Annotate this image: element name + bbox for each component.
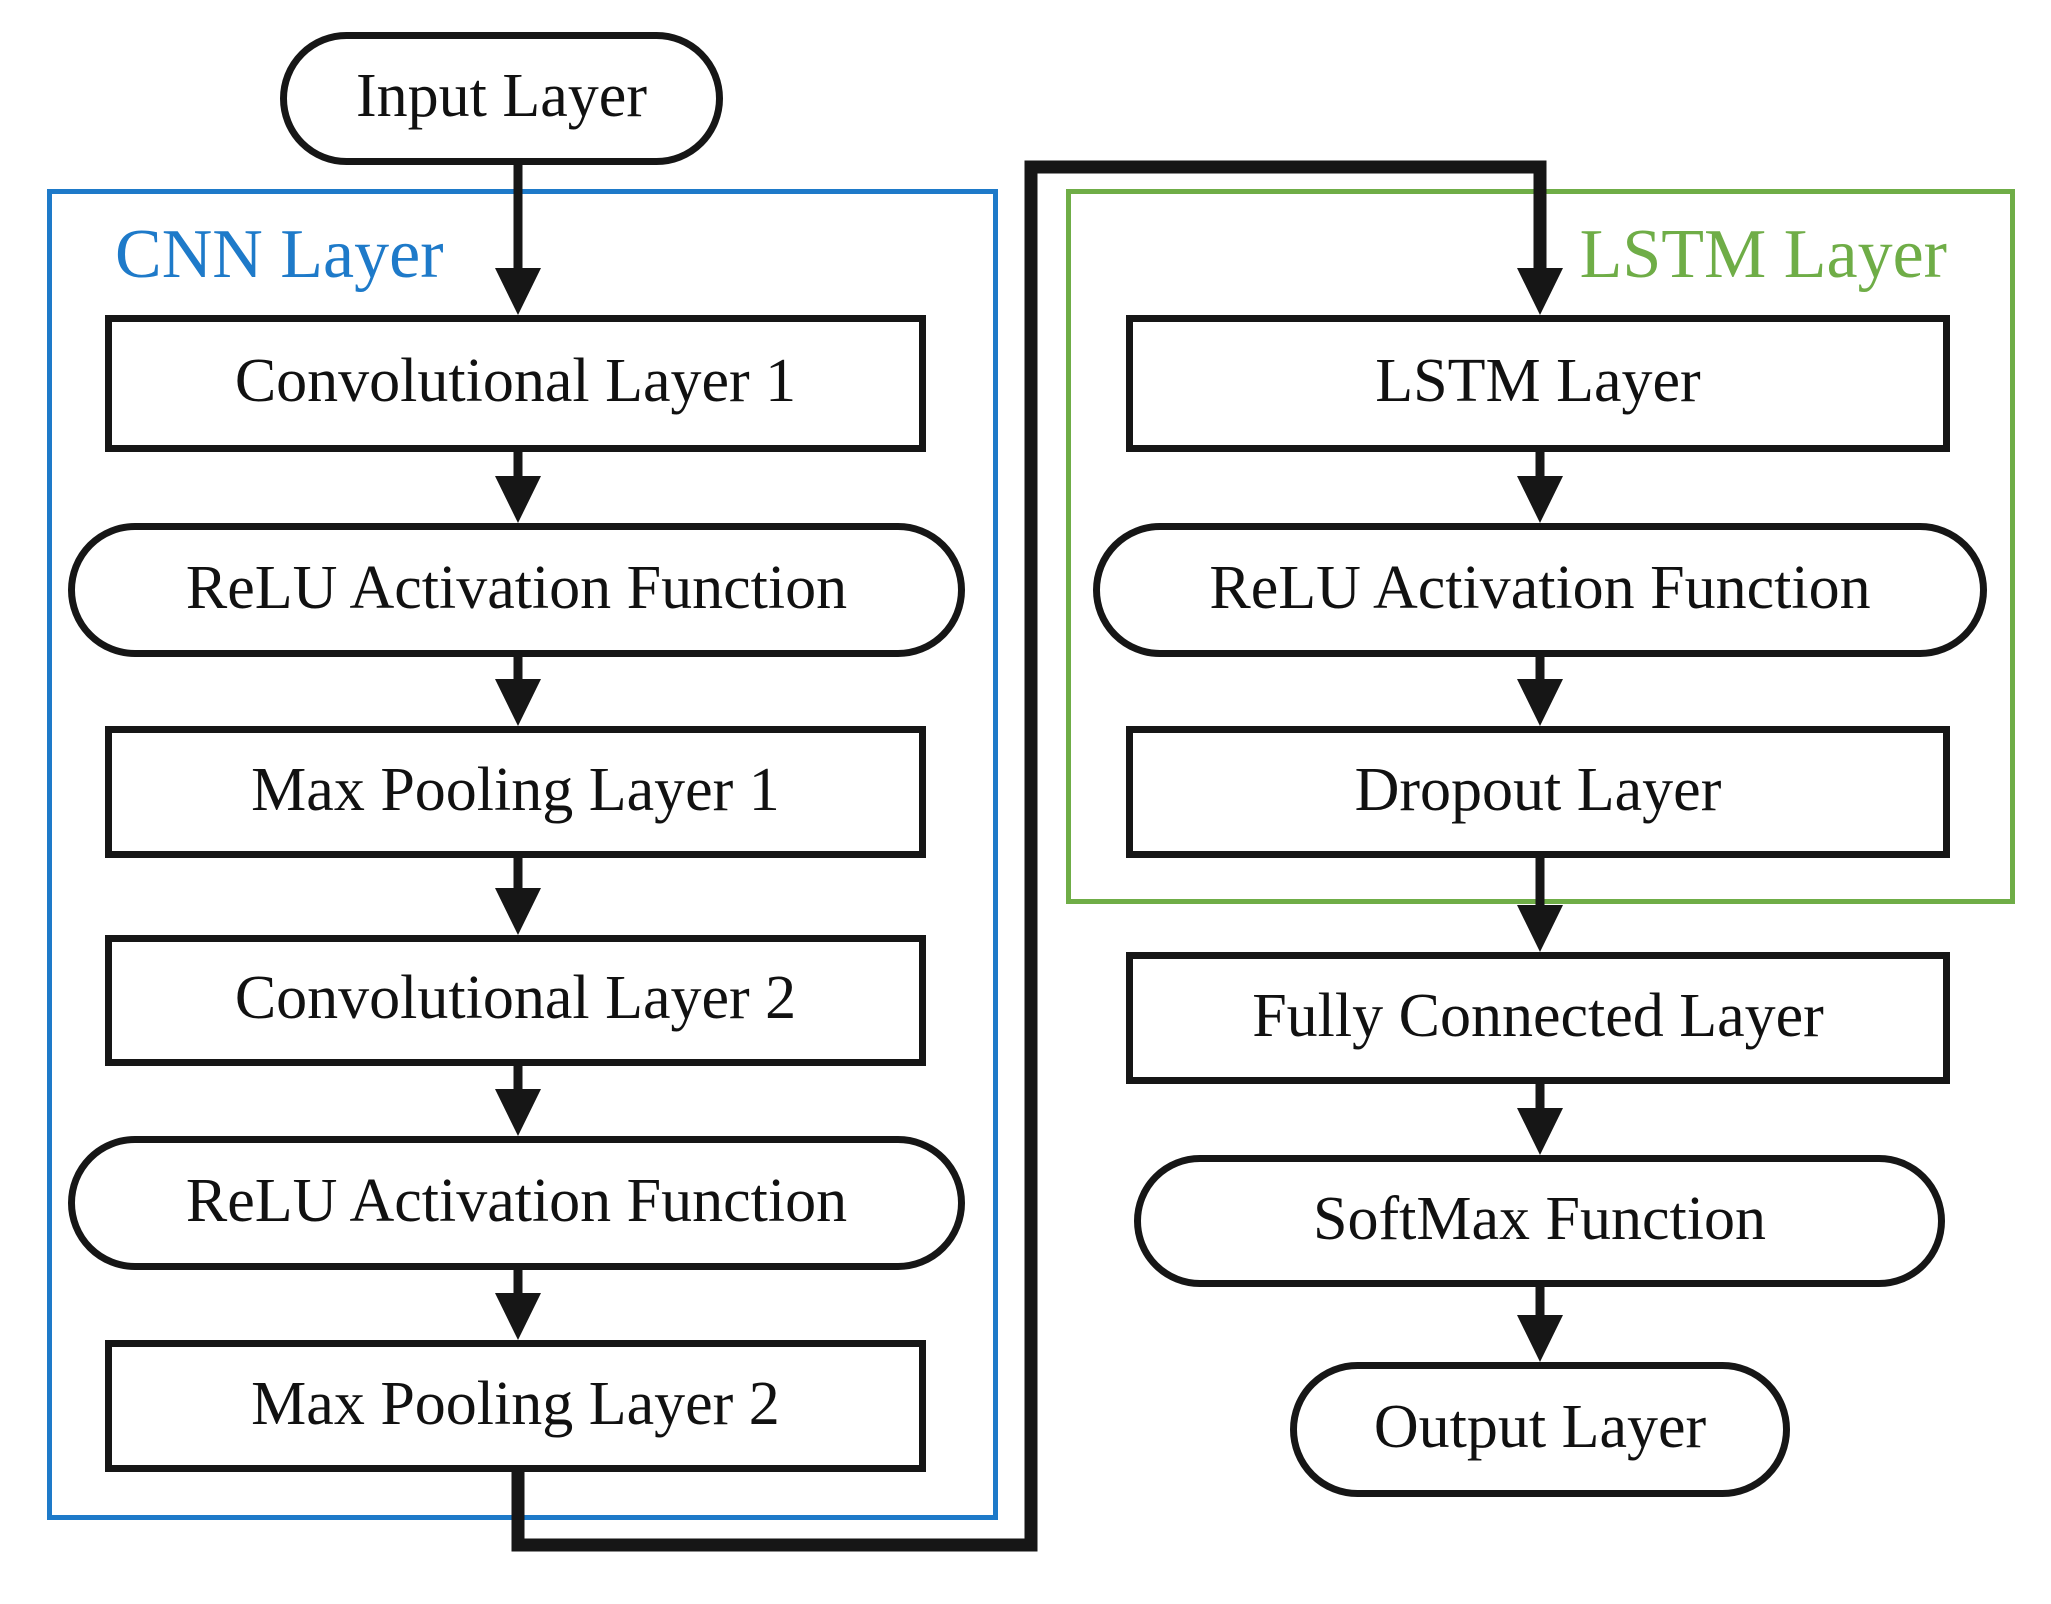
node-max-pooling-layer-1: Max Pooling Layer 1: [105, 726, 926, 858]
node-relu-activation-cnn-2-label: ReLU Activation Function: [185, 1166, 848, 1235]
node-relu-activation-cnn-1-label: ReLU Activation Function: [185, 553, 848, 622]
node-relu-activation-cnn-2: ReLU Activation Function: [68, 1136, 965, 1270]
node-max-pooling-layer-2: Max Pooling Layer 2: [105, 1340, 926, 1472]
node-input-layer-label: Input Layer: [356, 62, 647, 130]
node-output-layer-label: Output Layer: [1373, 1393, 1707, 1461]
node-convolutional-layer-2: Convolutional Layer 2: [105, 935, 926, 1066]
node-max-pooling-layer-1-label: Max Pooling Layer 1: [251, 755, 780, 824]
node-relu-activation-lstm-label: ReLU Activation Function: [1209, 553, 1871, 622]
node-convolutional-layer-1: Convolutional Layer 1: [105, 315, 926, 452]
node-convolutional-layer-1-label: Convolutional Layer 1: [234, 347, 797, 415]
node-fully-connected-layer-label: Fully Connected Layer: [1252, 981, 1824, 1050]
node-dropout-layer: Dropout Layer: [1126, 726, 1950, 858]
node-softmax-function-label: SoftMax Function: [1313, 1184, 1766, 1253]
arrow-softmax-to-output: [1517, 1284, 1563, 1362]
lstm-group-label: LSTM Layer: [1579, 216, 1947, 293]
node-convolutional-layer-2-label: Convolutional Layer 2: [234, 964, 797, 1032]
node-dropout-layer-label: Dropout Layer: [1354, 755, 1722, 824]
node-max-pooling-layer-2-label: Max Pooling Layer 2: [251, 1369, 780, 1438]
node-output-layer: Output Layer: [1290, 1362, 1790, 1497]
node-softmax-function: SoftMax Function: [1134, 1155, 1945, 1287]
node-input-layer: Input Layer: [280, 32, 723, 165]
node-lstm-layer-label: LSTM Layer: [1375, 347, 1701, 415]
node-lstm-layer: LSTM Layer: [1126, 315, 1950, 452]
arrow-fully-connected-to-softmax: [1517, 1081, 1563, 1155]
node-fully-connected-layer: Fully Connected Layer: [1126, 952, 1950, 1084]
cnn-group-label: CNN Layer: [115, 216, 444, 293]
node-relu-activation-lstm: ReLU Activation Function: [1093, 523, 1987, 657]
node-relu-activation-cnn-1: ReLU Activation Function: [68, 523, 965, 657]
